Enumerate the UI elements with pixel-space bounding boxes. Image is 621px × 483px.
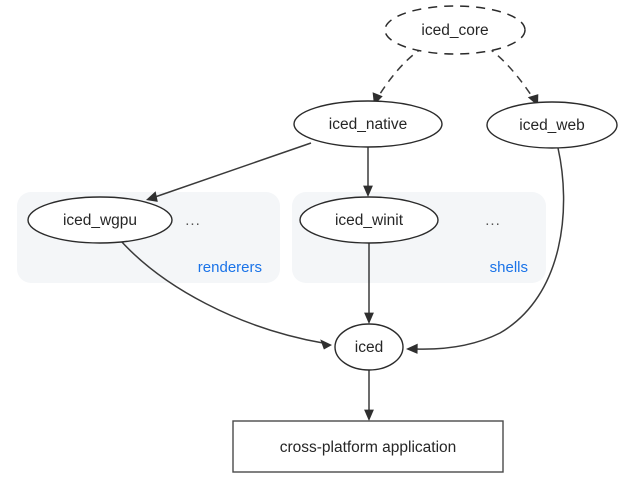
edge-path <box>154 142 312 198</box>
node-iced-winit-shape[interactable] <box>299 196 439 244</box>
node-cross-platform-application[interactable]: cross-platform application <box>232 420 504 473</box>
edge-iced-native-to-iced-wgpu <box>146 142 312 202</box>
edge-iced-core-to-iced-web <box>486 46 539 106</box>
node-iced-winit[interactable]: iced_winit <box>299 196 439 244</box>
cluster-renderers-ellipsis: ... <box>185 212 201 229</box>
edge-iced-web-to-iced <box>406 147 565 354</box>
arrow-head <box>363 185 373 197</box>
node-iced-core[interactable]: iced_core <box>384 5 526 55</box>
edge-path <box>377 46 425 98</box>
edge-iced-native-to-iced-winit <box>363 147 373 197</box>
edge-path <box>414 147 565 350</box>
arrow-head <box>320 339 332 350</box>
edge-iced-winit-to-iced <box>364 243 374 324</box>
cluster-shells-ellipsis: ... <box>485 212 501 229</box>
node-application-label: cross-platform application <box>280 439 457 456</box>
arrow-head <box>364 312 374 324</box>
node-iced-wgpu-label: iced_wgpu <box>63 212 137 229</box>
node-iced-label: iced <box>355 339 383 356</box>
arrow-head <box>364 409 374 421</box>
edge-iced-wgpu-to-iced <box>120 240 332 350</box>
edge-iced-to-application <box>364 370 374 421</box>
node-iced-web[interactable]: iced_web <box>486 101 618 149</box>
node-iced-winit-label: iced_winit <box>335 212 404 229</box>
node-iced-native-shape[interactable] <box>293 100 443 148</box>
node-iced-web-shape[interactable] <box>486 101 618 149</box>
cluster-renderers-label: renderers <box>198 259 262 276</box>
node-iced-core-label: iced_core <box>421 22 488 39</box>
node-application-shape[interactable] <box>232 420 504 473</box>
node-iced-core-shape[interactable] <box>384 5 526 55</box>
node-iced-shape[interactable] <box>334 323 404 371</box>
edge-path <box>120 240 324 344</box>
node-iced-native[interactable]: iced_native <box>293 100 443 148</box>
node-iced-web-label: iced_web <box>519 117 585 134</box>
node-iced[interactable]: iced <box>334 323 404 371</box>
node-iced-native-label: iced_native <box>329 116 407 133</box>
arrow-head <box>146 191 158 202</box>
cluster-shells-label: shells <box>490 259 528 276</box>
arrow-head <box>406 343 418 354</box>
node-iced-wgpu-shape[interactable] <box>27 196 173 244</box>
node-iced-wgpu[interactable]: iced_wgpu <box>27 196 173 244</box>
edge-iced-core-to-iced-native <box>372 46 425 105</box>
edge-path <box>486 46 534 99</box>
